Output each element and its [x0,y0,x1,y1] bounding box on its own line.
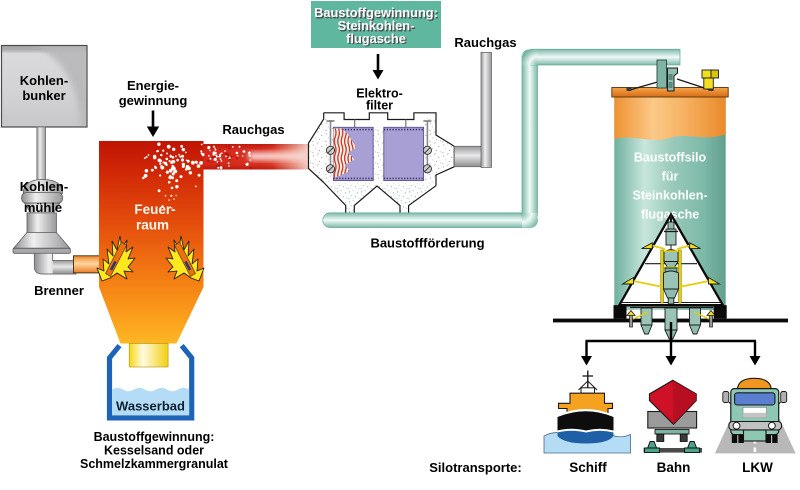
svg-text:Baustoffgewinnung:: Baustoffgewinnung: [315,6,439,21]
svg-text:Baustoffgewinnung:: Baustoffgewinnung: [314,5,438,20]
svg-text:raum: raum [136,218,169,233]
svg-text:Kohlen-: Kohlen- [20,179,68,194]
svg-text:filter: filter [366,99,393,113]
svg-text:Steinkohlen-: Steinkohlen- [338,18,415,33]
svg-text:für: für [662,170,679,184]
svg-text:Baustoffsilo: Baustoffsilo [634,151,707,165]
svg-text:Steinkohlen-: Steinkohlen- [339,20,416,35]
svg-text:Energie-: Energie- [127,78,179,93]
svg-text:mühle: mühle [24,200,62,215]
svg-text:Brenner: Brenner [34,283,84,298]
svg-text:Rauchgas: Rauchgas [454,35,516,50]
svg-text:Wasserbad: Wasserbad [116,399,185,414]
svg-text:Schmelzkammergranulat: Schmelzkammergranulat [80,457,229,471]
svg-text:Bahn: Bahn [657,460,691,475]
svg-text:Baustoffgewinnung:: Baustoffgewinnung: [94,430,215,444]
svg-text:Rauchgas: Rauchgas [222,122,284,137]
svg-text:bunker: bunker [22,88,65,103]
svg-text:Feuer-: Feuer- [134,202,175,217]
svg-text:gewinnung: gewinnung [119,93,188,108]
svg-text:LKW: LKW [742,460,773,475]
svg-text:Kesselsand oder: Kesselsand oder [104,444,204,458]
svg-text:Schiff: Schiff [569,460,607,475]
svg-text:Silotransporte:: Silotransporte: [429,460,521,475]
svg-text:Kohlen-: Kohlen- [20,73,68,88]
svg-text:flugasche: flugasche [346,31,406,46]
svg-text:Baustoffförderung: Baustoffförderung [370,236,484,251]
svg-text:Steinkohlen-: Steinkohlen- [632,189,707,203]
svg-text:Elektro-: Elektro- [356,87,403,101]
svg-text:flugasche: flugasche [347,32,407,47]
